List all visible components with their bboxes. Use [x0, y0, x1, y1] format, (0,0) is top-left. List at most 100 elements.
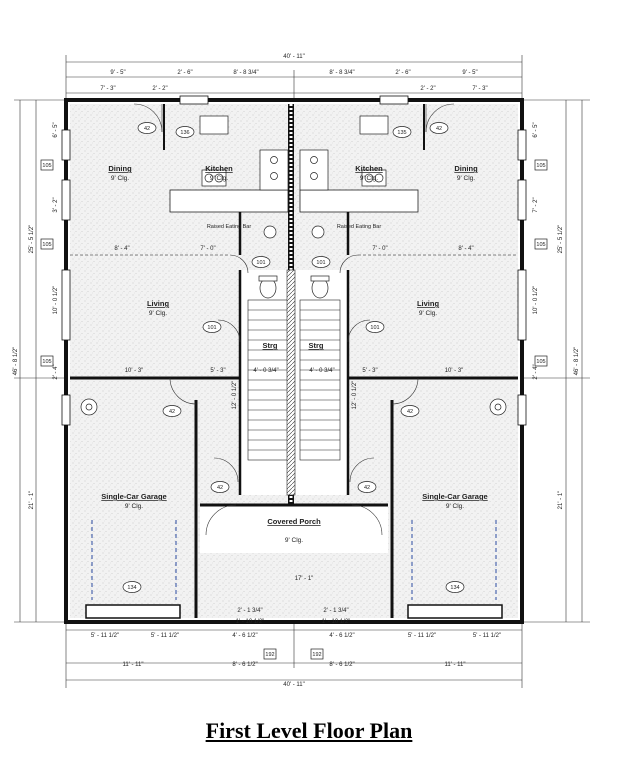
room-name: Strg — [263, 341, 278, 350]
room-labels: Dining 9' Clg. Kitchen 9' Clg. Kitchen 9… — [101, 164, 487, 544]
top-dim: 8' - 8 3/4" — [329, 70, 354, 76]
room-name: Single-Car Garage — [101, 492, 166, 501]
bottom-dim: 8' - 6 1/2" — [329, 662, 354, 668]
room-name: Kitchen — [205, 164, 233, 173]
door-tag-shape — [162, 405, 182, 417]
door-tag: 101 — [207, 325, 216, 331]
top-dim: 7' - 3" — [472, 86, 487, 92]
stair-dim: 12' - 0 1/2" — [352, 381, 358, 410]
room-ceiling: 9' Clg. — [419, 310, 437, 317]
stair-dim: 12' - 0 1/2" — [232, 381, 238, 410]
door-tag: 42 — [144, 126, 150, 132]
bottom-dim: 11' - 11" — [444, 662, 465, 668]
dimension-lines — [14, 55, 590, 688]
door-tag: 101 — [316, 260, 325, 266]
right-seg-dim: 7' - 2" — [533, 197, 539, 212]
overall-top-dim: 40' - 11" — [283, 54, 305, 60]
right-seg-dim: 10' - 0 1/2" — [533, 286, 539, 315]
bottom-dim: 4' - 6 1/2" — [329, 633, 354, 639]
door-tag-shape — [311, 256, 331, 268]
room-name: Dining — [108, 164, 132, 173]
left-lower-dim: 21' - 1" — [29, 491, 35, 510]
door-tag: 42 — [364, 485, 370, 491]
door-tag: 134 — [450, 585, 459, 591]
window-tag-shape — [40, 355, 54, 367]
door-tag: 42 — [169, 409, 175, 415]
room-name: Dining — [454, 164, 478, 173]
living-dim: 8' - 4" — [114, 246, 129, 252]
door-tag: 135 — [397, 130, 406, 136]
living-dim: 7' - 0" — [200, 246, 215, 252]
left-seg-dim: 6' - 5" — [53, 122, 59, 137]
top-dim: 2' - 2" — [420, 86, 435, 92]
windows — [61, 95, 527, 426]
room-ceiling: 9' Clg. — [457, 175, 475, 182]
room-name: Strg — [309, 341, 324, 350]
window-tag: 105 — [536, 359, 545, 365]
right-upper-dim: 25' - 5 1/2" — [558, 225, 564, 254]
door-tag-shape — [365, 321, 385, 333]
right-seg-dim: 2' - 4" — [533, 364, 539, 379]
door-tag: 101 — [370, 325, 379, 331]
bottom-dim: 5' - 11 1/2" — [91, 633, 119, 639]
room-ceiling: 9' Clg. — [285, 537, 303, 544]
door-tag-shape — [357, 481, 377, 493]
room-ceiling: 9' Clg. — [111, 175, 129, 182]
top-dim: 2' - 6" — [177, 70, 192, 76]
mid-dim: 4' - 0 3/4" — [253, 368, 278, 374]
top-dim: 9' - 5" — [462, 70, 477, 76]
window-tag-shape — [40, 159, 54, 171]
door-tag-shape — [202, 321, 222, 333]
overall-bottom-dim: 40' - 11" — [283, 682, 305, 688]
door-tag-shape — [137, 122, 157, 134]
bottom-dim: 5' - 11 1/2" — [151, 633, 179, 639]
door-tag-shape — [445, 581, 465, 593]
living-dim: 7' - 0" — [372, 246, 387, 252]
room-ceiling: 9' Clg. — [149, 310, 167, 317]
bottom-dim: 4' - 6 1/2" — [232, 633, 257, 639]
living-dim: 8' - 4" — [458, 246, 473, 252]
window-tag: 105 — [42, 359, 51, 365]
left-upper-dim: 25' - 5 1/2" — [29, 225, 35, 254]
dimension-text: 40' - 11" 9' - 5" 2' - 6" 8' - 8 3/4" 8'… — [13, 54, 580, 688]
door-tag: 136 — [180, 130, 189, 136]
door-tag-shape — [122, 581, 142, 593]
bottom-dim: 11' - 11" — [122, 662, 143, 668]
porch-dim: 2' - 1 3/4" — [237, 608, 262, 614]
door-tag: 134 — [127, 585, 136, 591]
right-seg-dim: 6' - 5" — [533, 122, 539, 137]
window-tag: 192 — [312, 652, 321, 658]
window-tag: 105 — [42, 163, 51, 169]
kitchen-note: Raised Eating Bar — [207, 224, 251, 230]
door-tag-shape — [251, 256, 271, 268]
window-tag: 105 — [536, 163, 545, 169]
door-tag-shape — [400, 405, 420, 417]
right-total-dim: 46' - 8 1/2" — [574, 347, 580, 376]
door-tag-shape — [210, 481, 230, 493]
bottom-dim: 5' - 11 1/2" — [408, 633, 436, 639]
door-tag: 42 — [217, 485, 223, 491]
window-tag-shape — [263, 648, 277, 660]
window-tag-shape — [534, 238, 548, 250]
room-ceiling: 9' Clg. — [125, 503, 143, 510]
door-swings — [133, 103, 455, 536]
left-seg-dim: 10' - 0 1/2" — [53, 286, 59, 315]
window-tag-shape — [534, 159, 548, 171]
door-tag: 42 — [407, 409, 413, 415]
porch-dim: 17' - 1" — [295, 576, 314, 582]
porch-dim: 2' - 1 3/4" — [323, 608, 348, 614]
mid-dim: 5' - 3" — [210, 368, 225, 374]
top-dim: 8' - 8 3/4" — [233, 70, 258, 76]
left-total-dim: 46' - 8 1/2" — [13, 347, 19, 376]
kitchen-note: Raised Eating Bar — [337, 224, 381, 230]
porch-dim: 1' - 10 1/2" — [322, 619, 351, 625]
window-tag: 105 — [42, 242, 51, 248]
top-dim: 2' - 6" — [395, 70, 410, 76]
mid-dim: 4' - 0 3/4" — [309, 368, 334, 374]
window-tag-shape — [40, 238, 54, 250]
left-seg-dim: 3' - 2" — [53, 197, 59, 212]
room-ceiling: 9' Clg. — [446, 503, 464, 510]
stairs — [247, 269, 341, 496]
room-name: Living — [147, 299, 170, 308]
